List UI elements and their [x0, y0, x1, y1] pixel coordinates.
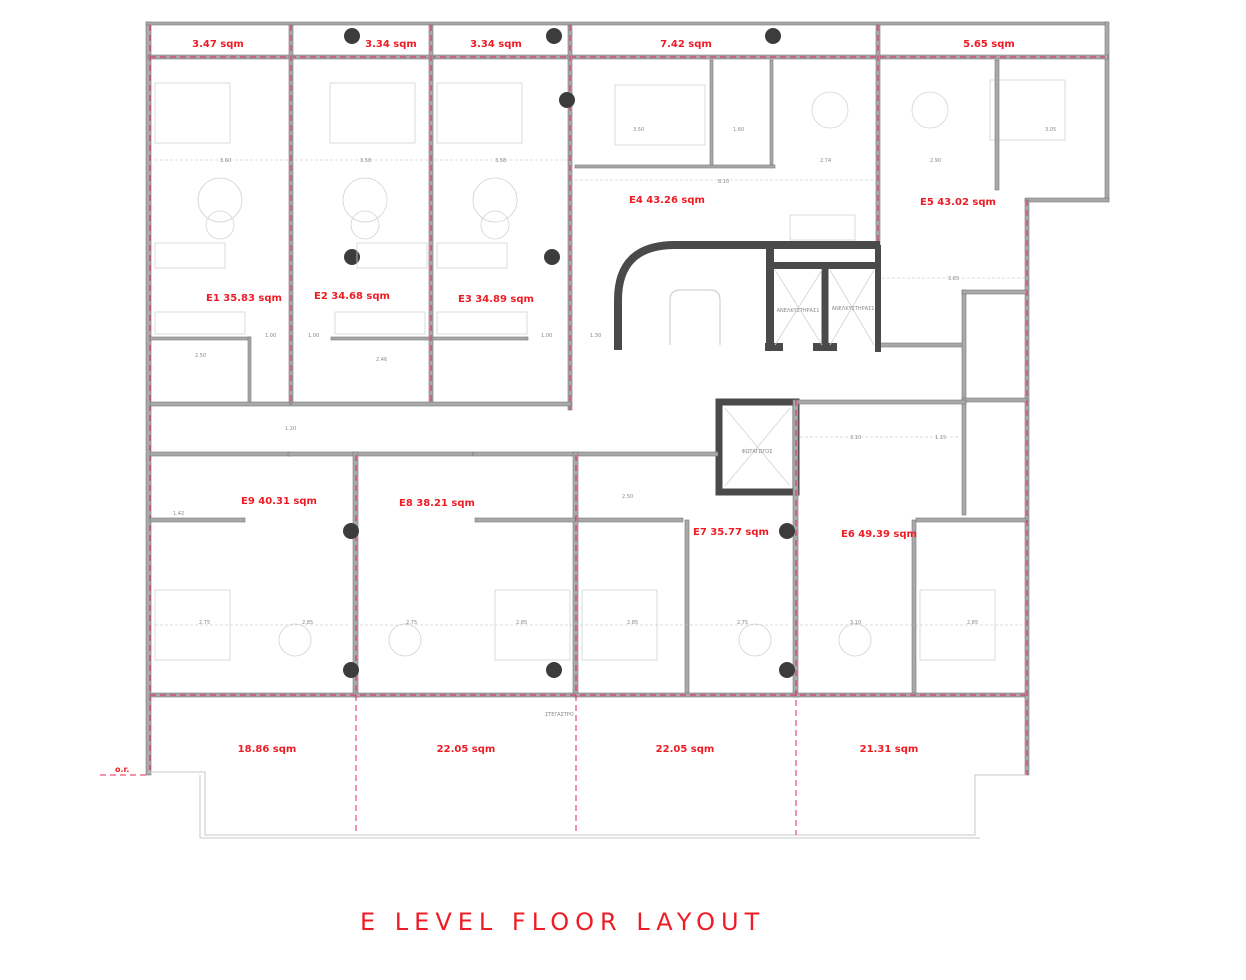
level-marker: o.r.	[115, 765, 129, 774]
dim-label: 2.85	[627, 620, 638, 626]
dim-label: 3.60	[220, 158, 231, 164]
balcony-area-1: 3.47 sqm	[192, 39, 244, 50]
balcony-area-4: 7.42 sqm	[660, 39, 712, 50]
unit-e9-label: E9 40.31 sqm	[241, 496, 317, 507]
balcony-area-2: 3.34 sqm	[365, 39, 417, 50]
unit-e5-label: E5 43.02 sqm	[920, 197, 996, 208]
dim-label: 1.42	[173, 511, 184, 517]
dim-label: 1.00	[541, 333, 552, 339]
dim-label: 1.00	[308, 333, 319, 339]
dim-label: 2.75	[737, 620, 748, 626]
terrace-area-2: 22.05 sqm	[437, 744, 496, 755]
dim-label: 1.15	[935, 435, 946, 441]
roof-label: ΣΤΕΓΑΣΤΡΟ	[545, 712, 574, 718]
dim-label: 3.10	[850, 620, 861, 626]
dim-label: 2.85	[516, 620, 527, 626]
elevator-2-label: ΑΝΕΛΚΥΣΤΗΡΑΣ1	[832, 306, 875, 312]
terrace-labels: 18.86 sqm 22.05 sqm 22.05 sqm 21.31 sqm …	[115, 744, 918, 774]
dim-label: 1.20	[285, 426, 296, 432]
upper-furniture: 3.60 3.58 3.58 3.50 1.60 2.74 2.90 3.05 …	[154, 59, 1066, 282]
dim-label: 2.75	[406, 620, 417, 626]
dim-label: 2.74	[820, 158, 831, 164]
balcony-area-5: 5.65 sqm	[963, 39, 1015, 50]
balcony-row-top: 3.47 sqm 3.34 sqm 3.34 sqm 7.42 sqm 5.65…	[147, 24, 1109, 770]
stair-core: ΑΝΕΛΚΥΣΤΗΡΑΣ1 ΑΝΕΛΚΥΣΤΗΡΑΣ1 ΦΩΤΑΓΩΓΟΣ	[614, 241, 881, 496]
terrace-area-3: 22.05 sqm	[656, 744, 715, 755]
dim-label: 3.58	[495, 158, 506, 164]
lower-walls: 2.75 2.85 2.75 2.85 2.85 2.75 3.10 2.85 …	[149, 200, 1028, 835]
unit-e8-label: E8 38.21 sqm	[399, 498, 475, 509]
outer-walls	[100, 21, 1110, 839]
unit-e3-label: E3 34.89 sqm	[458, 294, 534, 305]
terrace-area-4: 21.31 sqm	[860, 744, 919, 755]
unit-e2-label: E2 34.68 sqm	[314, 291, 390, 302]
dim-label: 3.50	[633, 127, 644, 133]
dim-label: 2.50	[195, 353, 206, 359]
dim-label: 2.90	[930, 158, 941, 164]
dim-label: 3.05	[1045, 127, 1056, 133]
dim-label: 3.58	[360, 158, 371, 164]
unit-e7-label: E7 35.77 sqm	[693, 527, 769, 538]
dim-label: 1.00	[265, 333, 276, 339]
unit-e4-label: E4 43.26 sqm	[629, 195, 705, 206]
unit-e1-label: E1 35.83 sqm	[206, 293, 282, 304]
balcony-area-3: 3.34 sqm	[470, 39, 522, 50]
dim-label: 3.85	[948, 276, 959, 282]
dim-label: 2.50	[622, 494, 633, 500]
terrace-area-1: 18.86 sqm	[238, 744, 297, 755]
plan-title: E LEVEL FLOOR LAYOUT	[360, 908, 765, 936]
dim-label: 1.60	[733, 127, 744, 133]
dim-label: 2.75	[199, 620, 210, 626]
elevator-1-label: ΑΝΕΛΚΥΣΤΗΡΑΣ1	[777, 308, 820, 314]
dim-label: 2.85	[967, 620, 978, 626]
unit-e6-label: E6 49.39 sqm	[841, 529, 917, 540]
lightwell-label: ΦΩΤΑΓΩΓΟΣ	[742, 449, 773, 455]
dim-label: 2.46	[376, 357, 387, 363]
dim-label: 2.85	[302, 620, 313, 626]
dim-label: 8.10	[718, 179, 729, 185]
dim-label: 3.10	[850, 435, 861, 441]
dim-label: 1.30	[590, 333, 601, 339]
unit-labels: E1 35.83 sqm E2 34.68 sqm E3 34.89 sqm E…	[206, 195, 996, 540]
